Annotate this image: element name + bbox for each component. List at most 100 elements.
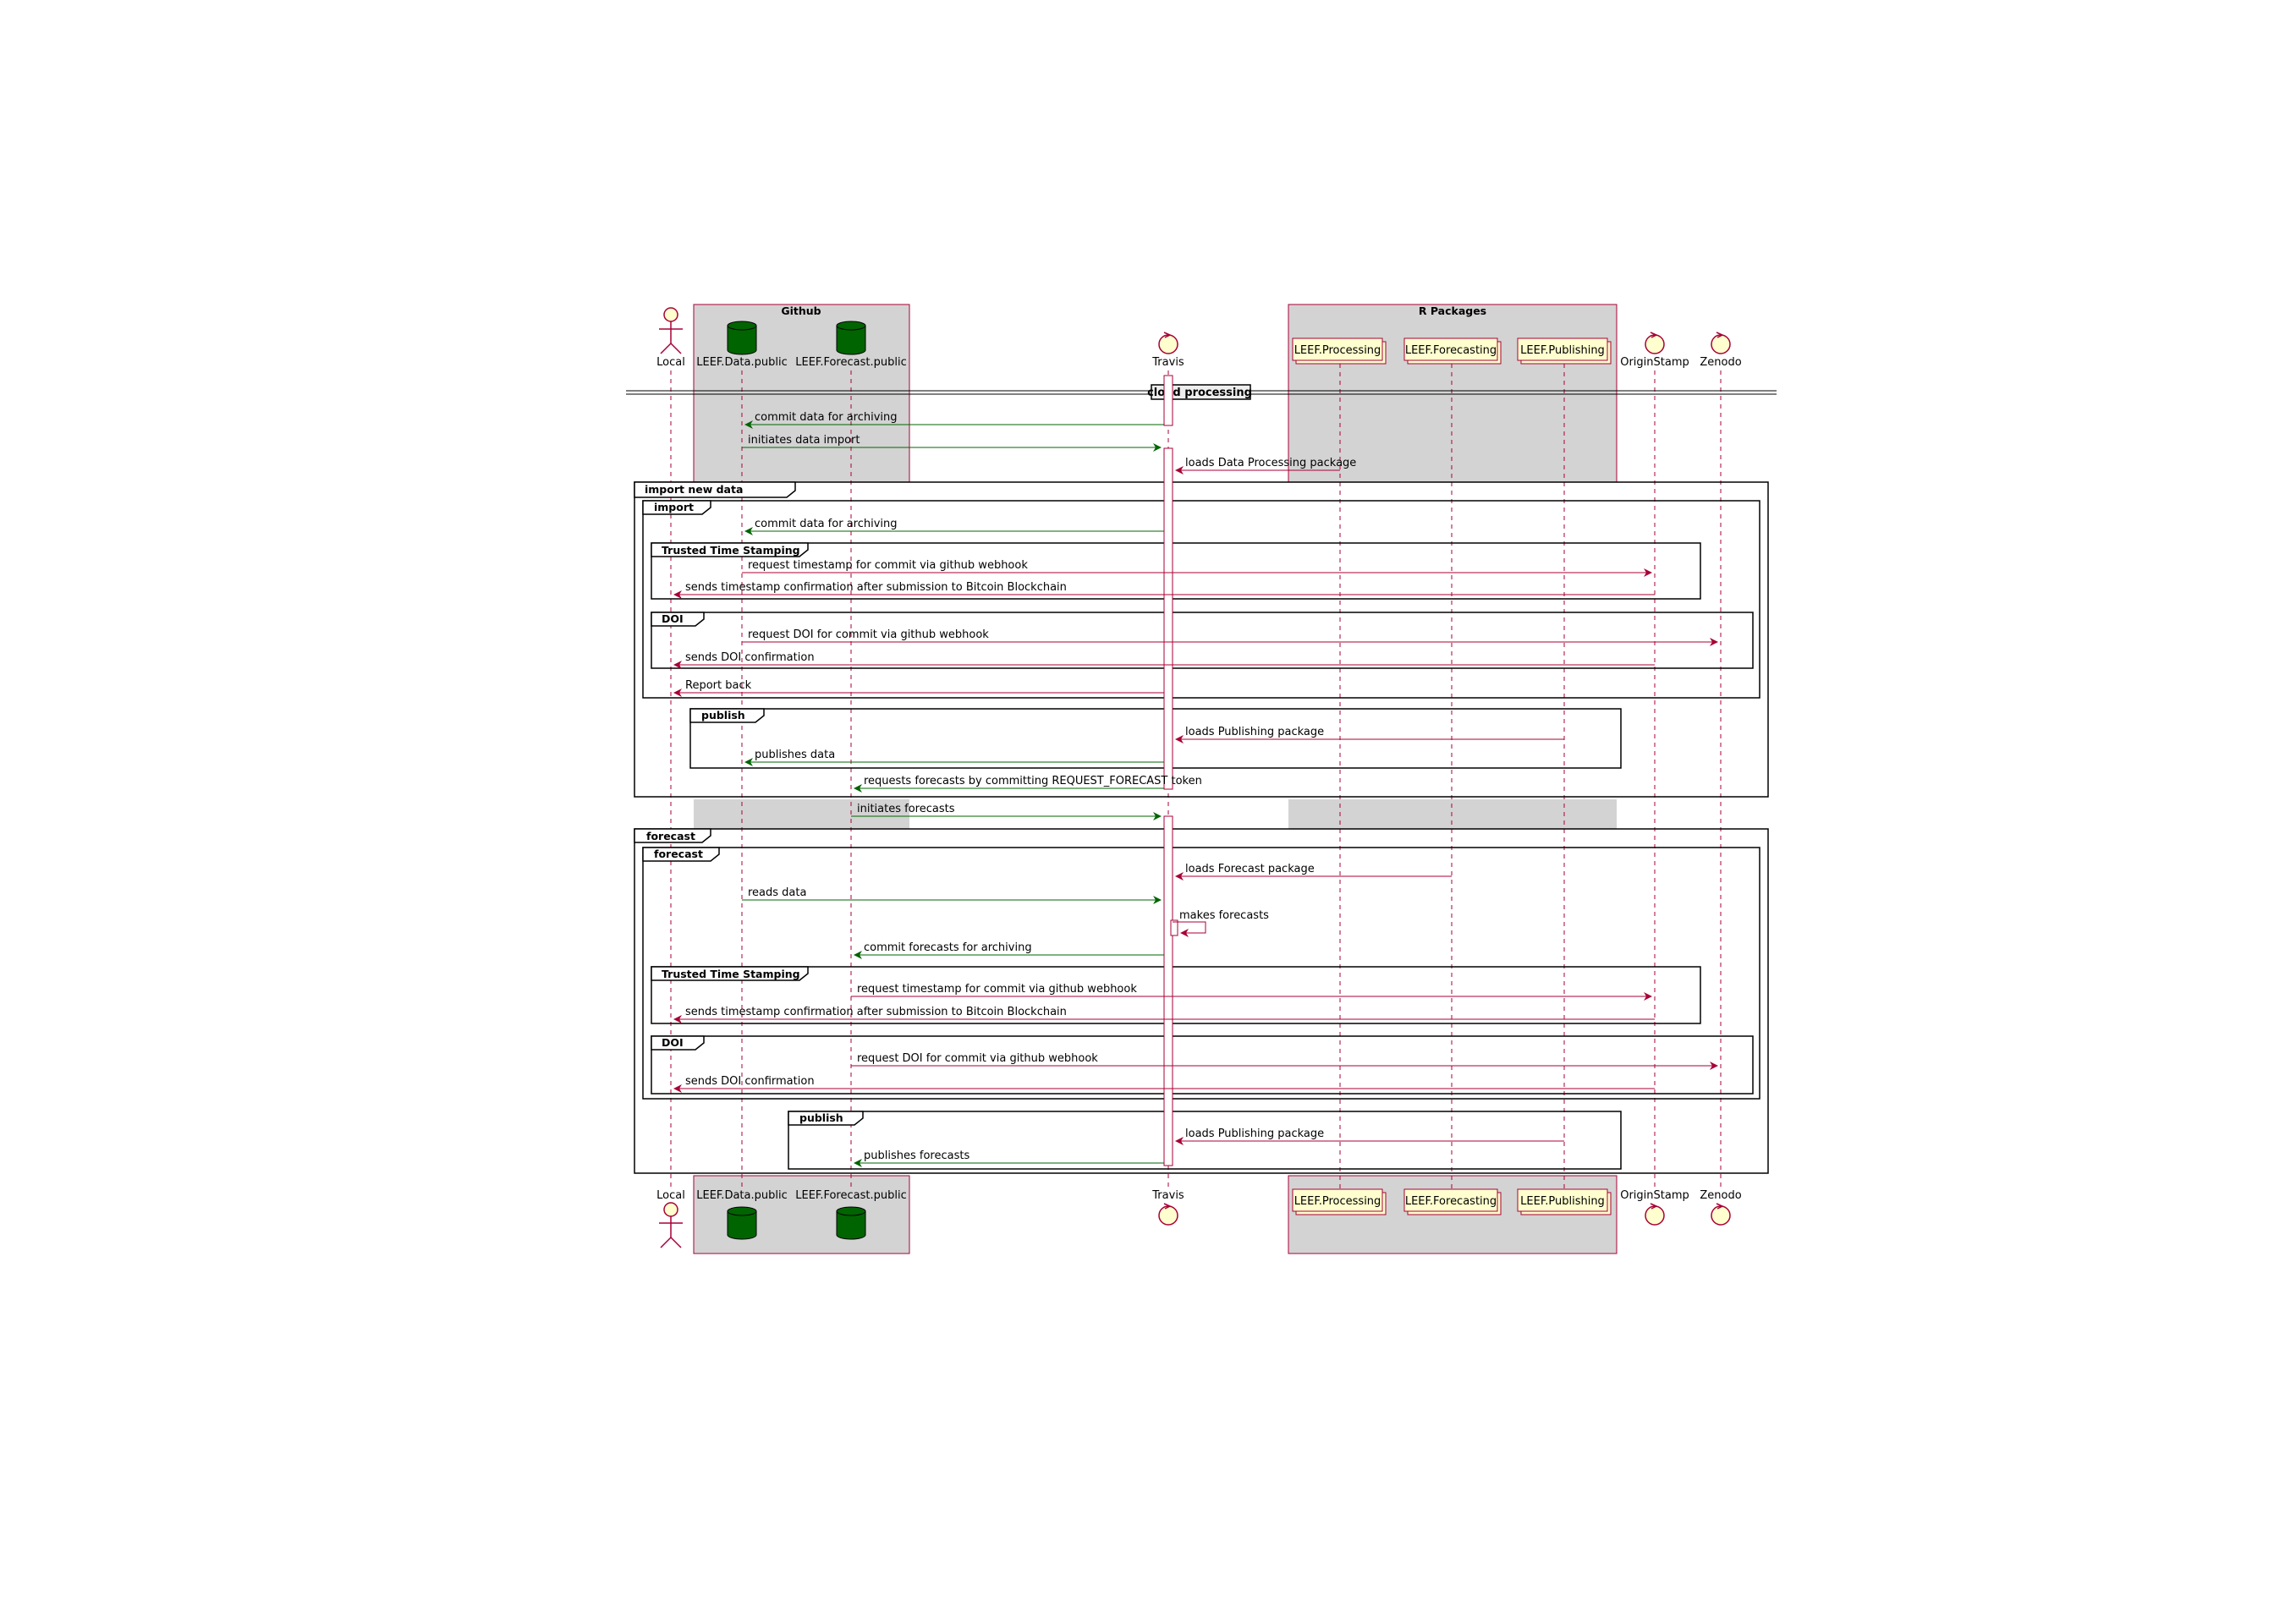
message-3: commit data for archiving <box>744 518 1164 535</box>
svg-text:requests forecasts by committi: requests forecasts by committing REQUEST… <box>864 775 1202 787</box>
svg-text:initiates forecasts: initiates forecasts <box>857 803 955 815</box>
message-1: initiates data import <box>742 434 1162 452</box>
activation-2 <box>1163 447 1173 790</box>
frame-import: import <box>642 500 1760 699</box>
frame-import-new-data: import new data <box>634 481 1769 798</box>
frame-doi-1: DOI <box>651 612 1754 669</box>
participant-label: Travis <box>1151 356 1184 369</box>
participant-leef-processing-top: LEEF.Processing <box>1292 337 1387 365</box>
message-5: sends timestamp confirmation after submi… <box>673 581 1655 599</box>
message-13: loads Forecast package <box>1175 863 1452 881</box>
svg-text:commit data for archiving: commit data for archiving <box>755 411 898 424</box>
message-22: publishes forecasts <box>854 1149 1164 1167</box>
message-15: makes forecasts <box>1173 909 1269 937</box>
message-20: sends DOI confirmation <box>673 1075 1655 1093</box>
svg-text:request DOI for commit via git: request DOI for commit via github webhoo… <box>748 628 989 641</box>
message-12: initiates forecasts <box>851 803 1162 820</box>
actor-icon <box>659 1202 683 1248</box>
svg-text:loads Forecast package: loads Forecast package <box>1185 863 1315 875</box>
participant-travis-bottom: Travis <box>1151 1189 1184 1226</box>
message-2: loads Data Processing package <box>1175 457 1356 475</box>
control-icon <box>1711 1203 1731 1226</box>
svg-text:sends DOI confirmation: sends DOI confirmation <box>685 1075 815 1088</box>
svg-text:initiates data import: initiates data import <box>748 434 860 447</box>
box-github: Github <box>693 304 910 1254</box>
participant-local-bottom: Local <box>656 1189 685 1248</box>
participant-label: Zenodo <box>1700 1189 1741 1202</box>
svg-text:request timestamp for commit v: request timestamp for commit via github … <box>857 983 1137 996</box>
frame-publish-1: publish <box>689 708 1622 769</box>
participant-leef-processing-bottom: LEEF.Processing <box>1292 1188 1387 1215</box>
database-icon <box>727 1206 757 1240</box>
svg-text:sends timestamp confirmation a: sends timestamp confirmation after submi… <box>685 1006 1067 1018</box>
activation-1 <box>1163 375 1173 426</box>
frame-import-title: import <box>654 501 694 513</box>
participant-zenodo-top: Zenodo <box>1700 332 1742 369</box>
message-11: requests forecasts by committing REQUEST… <box>854 775 1202 793</box>
svg-text:commit forecasts for archiving: commit forecasts for archiving <box>864 941 1032 954</box>
participant-leef-forecast-public-bottom: LEEF.Forecast.public <box>795 1189 907 1240</box>
svg-text:loads Data Processing package: loads Data Processing package <box>1185 457 1356 469</box>
participant-travis-top: Travis <box>1151 332 1184 369</box>
frame-forecast-inner-title: forecast <box>654 848 703 860</box>
message-18: sends timestamp confirmation after submi… <box>673 1006 1655 1023</box>
participant-leef-publishing-top: LEEF.Publishing <box>1517 337 1612 365</box>
participant-zenodo-bottom: Zenodo <box>1700 1189 1742 1226</box>
frame-forecast-outer: forecast <box>634 828 1769 1174</box>
participant-label: LEEF.Forecast.public <box>795 356 906 369</box>
participant-leef-forecast-public-top: LEEF.Forecast.public <box>795 321 907 369</box>
svg-text:sends DOI confirmation: sends DOI confirmation <box>685 651 815 664</box>
participant-leef-publishing-bottom: LEEF.Publishing <box>1517 1188 1612 1215</box>
box-r-packages-title: R Packages <box>1419 304 1486 317</box>
message-16: commit forecasts for archiving <box>854 941 1164 959</box>
participant-label: OriginStamp <box>1620 356 1689 369</box>
participant-leef-forecasting-bottom: LEEF.Forecasting <box>1403 1188 1502 1215</box>
frame-tts-2: Trusted Time Stamping <box>651 966 1701 1024</box>
frame-publish-2: publish <box>788 1111 1622 1170</box>
participant-label: Local <box>656 356 685 369</box>
participant-label: LEEF.Forecast.public <box>795 1189 906 1202</box>
frame-doi-2: DOI <box>651 1035 1754 1095</box>
participant-label: Travis <box>1151 1189 1184 1202</box>
message-19: request DOI for commit via github webhoo… <box>851 1052 1718 1070</box>
svg-text:makes forecasts: makes forecasts <box>1179 909 1269 922</box>
frames: import new data import Trusted Time Stam… <box>634 481 1769 1174</box>
participant-label: LEEF.Forecasting <box>1405 344 1497 357</box>
participant-label: LEEF.Processing <box>1294 344 1381 357</box>
divider-cloud-processing: cloud processing <box>626 384 1777 400</box>
participant-label: LEEF.Publishing <box>1520 1195 1605 1208</box>
participant-leef-forecasting-top: LEEF.Forecasting <box>1403 337 1502 365</box>
actor-icon <box>659 307 683 354</box>
participants-bottom: Local LEEF.Data.public LEEF.Forecast.pub… <box>656 1188 1742 1248</box>
message-14: reads data <box>742 886 1162 904</box>
box-github-title: Github <box>781 304 821 317</box>
message-0: commit data for archiving <box>744 411 1164 429</box>
frame-tts-1: Trusted Time Stamping <box>651 542 1701 600</box>
svg-text:request DOI for commit via git: request DOI for commit via github webhoo… <box>857 1052 1098 1065</box>
participants-top: Local LEEF.Data.public LEEF.Forecast.pub… <box>656 307 1742 369</box>
control-icon <box>1711 332 1731 354</box>
activations <box>1163 375 1178 1166</box>
message-21: loads Publishing package <box>1175 1127 1564 1145</box>
messages: commit data for archiving initiates data… <box>673 411 1718 1167</box>
message-4: request timestamp for commit via github … <box>742 559 1652 577</box>
frame-publish-2-title: publish <box>799 1111 843 1124</box>
svg-text:sends timestamp confirmation a: sends timestamp confirmation after submi… <box>685 581 1067 594</box>
message-17: request timestamp for commit via github … <box>851 983 1652 1001</box>
participant-originstamp-top: OriginStamp <box>1620 332 1689 369</box>
participant-leef-data-public-top: LEEF.Data.public <box>696 321 788 369</box>
frame-tts-2-title: Trusted Time Stamping <box>662 968 800 980</box>
frame-doi-2-title: DOI <box>662 1036 684 1049</box>
participant-label: LEEF.Data.public <box>696 1189 787 1202</box>
control-icon <box>1158 1203 1178 1226</box>
svg-text:request timestamp for commit v: request timestamp for commit via github … <box>748 559 1028 572</box>
message-8: Report back <box>673 679 1164 697</box>
frame-import-new-data-title: import new data <box>645 483 743 496</box>
activation-3 <box>1163 815 1173 1166</box>
database-icon <box>727 321 757 355</box>
database-icon <box>836 1206 866 1240</box>
participant-originstamp-bottom: OriginStamp <box>1620 1189 1689 1226</box>
participant-label: Local <box>656 1189 685 1202</box>
database-icon <box>836 321 866 355</box>
